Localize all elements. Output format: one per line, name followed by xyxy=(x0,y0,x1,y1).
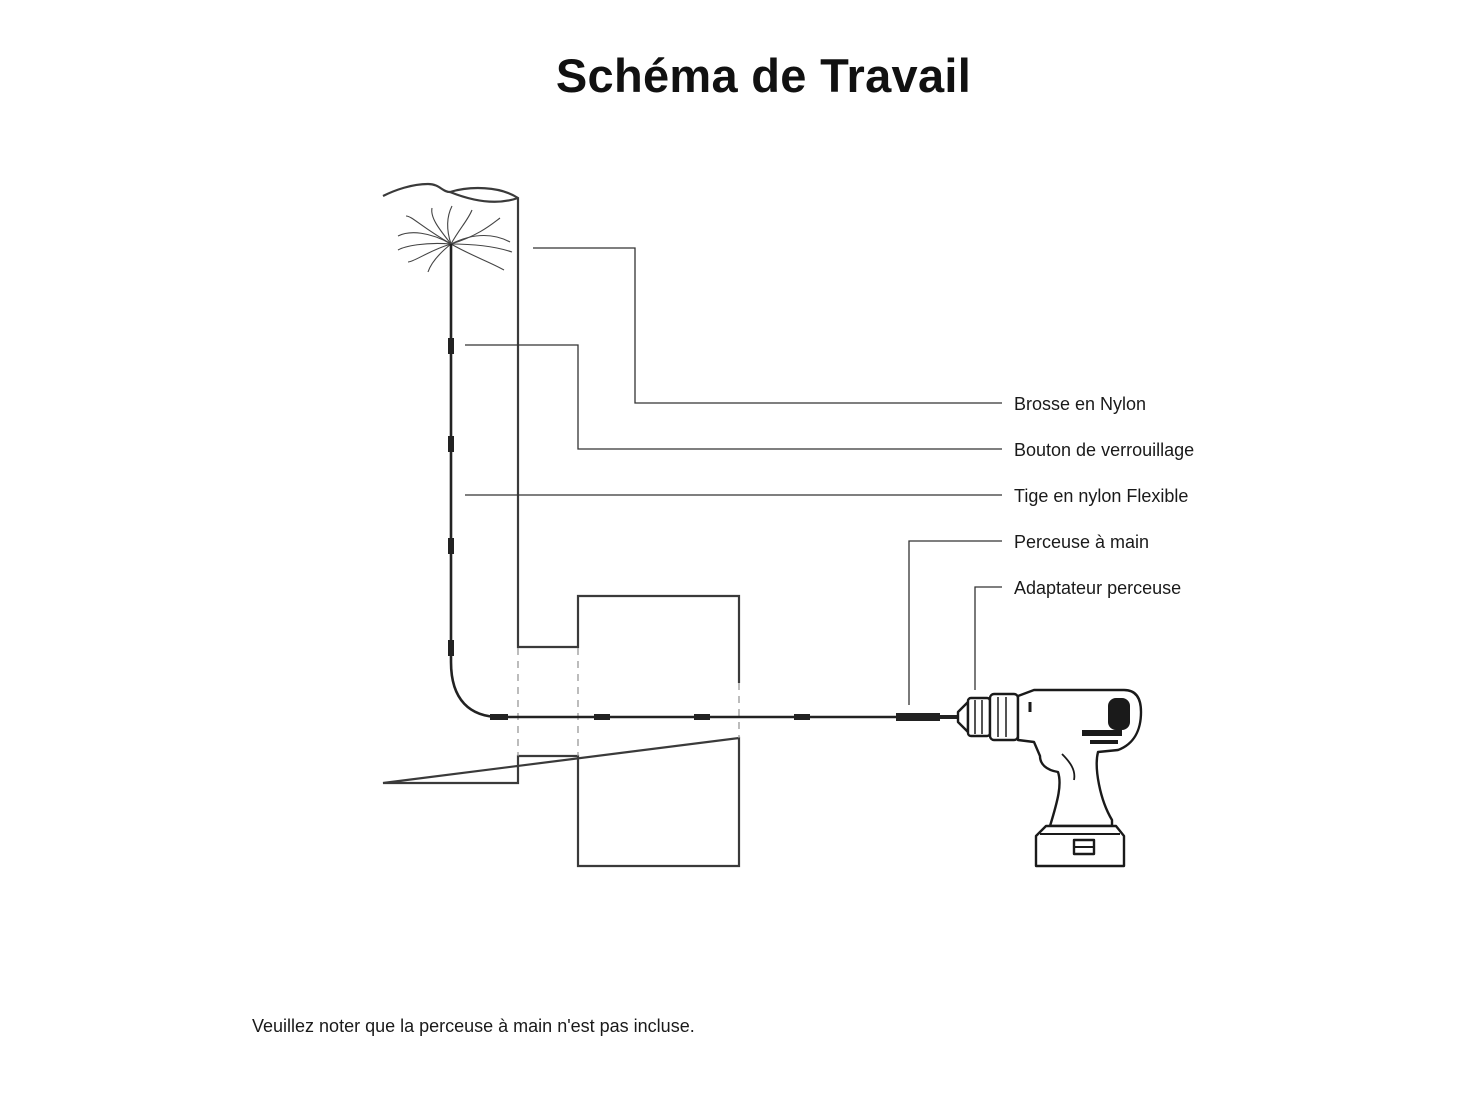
label-lock-button: Bouton de verrouillage xyxy=(1014,440,1195,460)
label-hand-drill: Perceuse à main xyxy=(1014,532,1150,552)
footnote: Veuillez noter que la perceuse à main n'… xyxy=(252,1016,695,1036)
nylon-brush-icon xyxy=(397,205,513,273)
label-flexible-rod: Tige en nylon Flexible xyxy=(1014,486,1189,506)
label-nylon-brush: Brosse en Nylon xyxy=(1014,394,1147,414)
label-drill-adapter: Adaptateur perceuse xyxy=(1014,578,1182,598)
cordless-drill-icon xyxy=(956,688,1143,868)
page-title: Schéma de Travail xyxy=(555,49,972,102)
vertical-duct xyxy=(382,182,741,868)
